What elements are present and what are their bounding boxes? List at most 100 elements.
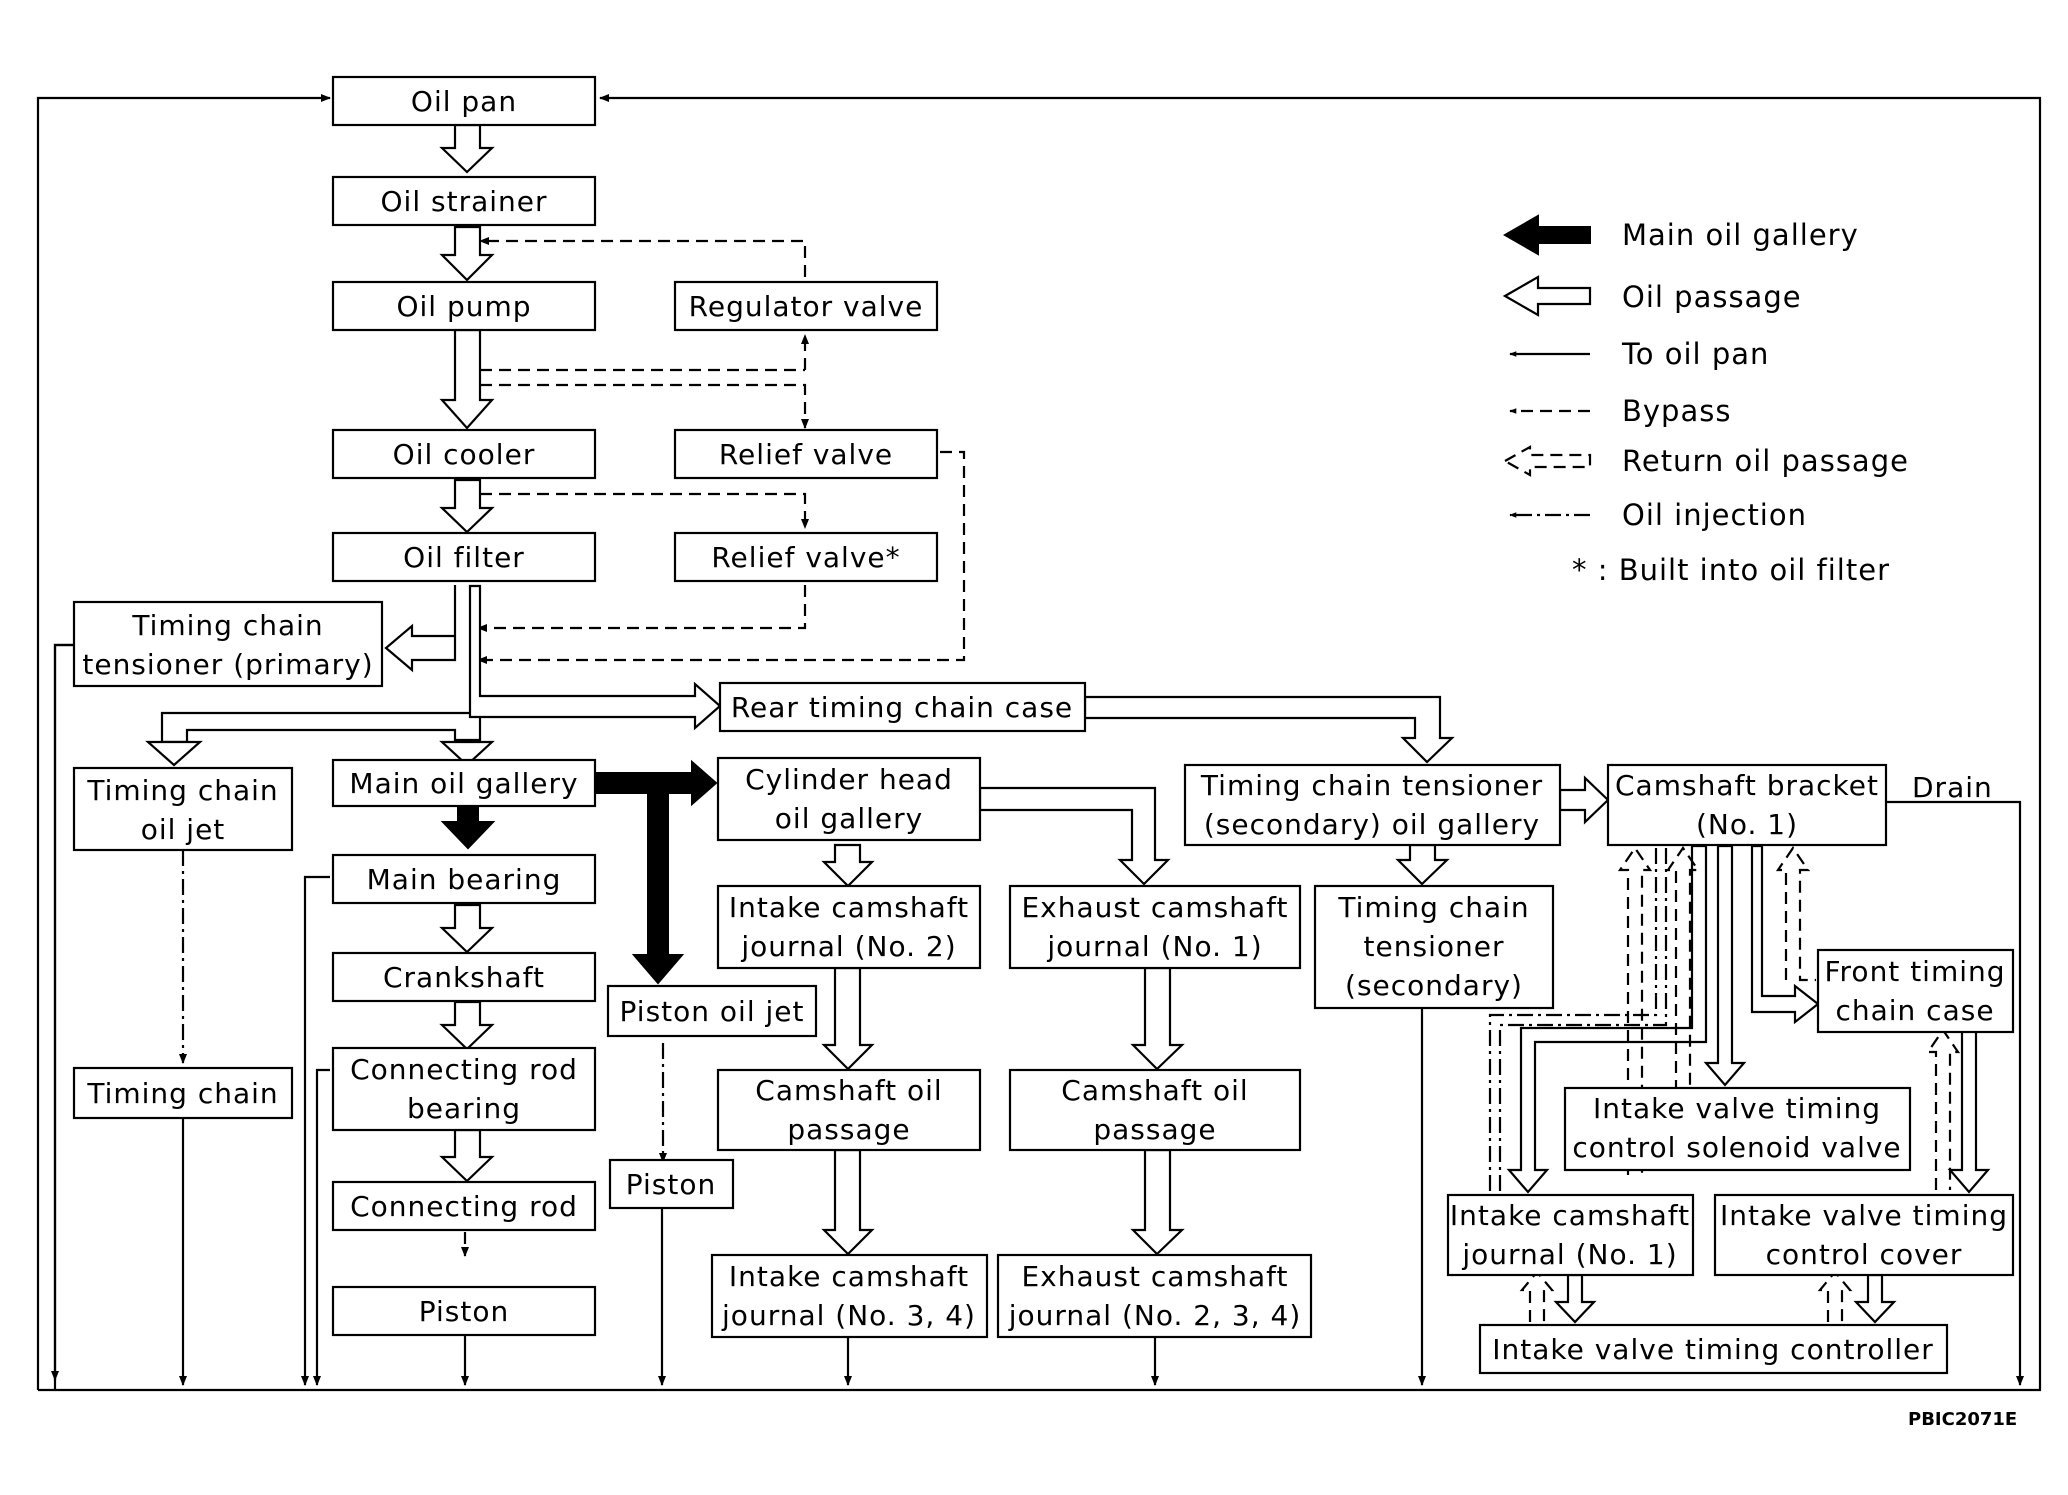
legend: Main oil gallery Oil passage To oil pan … — [1502, 214, 1909, 587]
svg-text:journal (No. 1): journal (No. 1) — [1046, 930, 1262, 963]
legend-bypass: Bypass — [1509, 394, 1730, 428]
svg-text:bearing: bearing — [407, 1092, 521, 1125]
main-gallery-arrows — [440, 759, 718, 985]
svg-text:passage: passage — [787, 1113, 910, 1146]
node-oil-filter: Oil filter — [331, 531, 597, 583]
svg-text:Intake camshaft: Intake camshaft — [729, 1260, 969, 1293]
svg-text:Timing chain: Timing chain — [1337, 891, 1529, 924]
svg-text:Exhaust camshaft: Exhaust camshaft — [1021, 891, 1288, 924]
svg-text:tensioner (primary): tensioner (primary) — [82, 648, 373, 681]
svg-text:Relief valve: Relief valve — [719, 438, 893, 471]
svg-text:Main oil gallery: Main oil gallery — [349, 767, 578, 800]
svg-text:Front timing: Front timing — [1824, 955, 2005, 988]
node-main-oil-gallery: Main oil gallery — [331, 758, 597, 808]
nodes: Oil pan Oil strainer Oil pump Regulator … — [72, 75, 2015, 1375]
svg-text:(secondary) oil gallery: (secondary) oil gallery — [1204, 808, 1540, 841]
node-regulator-valve: Regulator valve — [673, 280, 939, 332]
svg-text:Intake valve timing: Intake valve timing — [1593, 1092, 1881, 1125]
svg-text:(No. 1): (No. 1) — [1696, 808, 1798, 841]
svg-text:Crankshaft: Crankshaft — [383, 961, 545, 994]
svg-text:Timing chain tensioner: Timing chain tensioner — [1200, 769, 1543, 802]
node-oil-strainer: Oil strainer — [331, 175, 597, 227]
svg-text:Intake valve timing: Intake valve timing — [1720, 1199, 2008, 1232]
node-tensioner-primary: Timing chain tensioner (primary) — [72, 600, 384, 688]
node-camshaft-bracket: Camshaft bracket (No. 1) — [1606, 763, 1888, 847]
node-piston-2: Piston — [608, 1158, 735, 1210]
svg-text:Connecting rod: Connecting rod — [350, 1053, 578, 1086]
node-timing-chain: Timing chain — [72, 1066, 294, 1120]
legend-oil-passage: Oil passage — [1502, 275, 1802, 317]
svg-text:Connecting rod: Connecting rod — [350, 1190, 578, 1223]
node-intake-journal-1: Intake camshaft journal (No. 1) — [1446, 1193, 1695, 1277]
svg-text:Return oil passage: Return oil passage — [1622, 444, 1909, 478]
node-main-bearing: Main bearing — [331, 853, 597, 905]
node-piston-oil-jet: Piston oil jet — [606, 984, 818, 1038]
svg-text:Main bearing: Main bearing — [367, 863, 562, 896]
node-exhaust-journal-1: Exhaust camshaft journal (No. 1) — [1008, 884, 1302, 970]
svg-text:Camshaft oil: Camshaft oil — [755, 1074, 942, 1107]
node-oil-pump: Oil pump — [331, 280, 597, 332]
node-oil-cooler: Oil cooler — [331, 428, 597, 480]
svg-text:oil jet: oil jet — [141, 813, 226, 846]
node-connecting-rod-bearing: Connecting rod bearing — [331, 1046, 597, 1132]
svg-text:Piston: Piston — [626, 1168, 717, 1201]
node-exhaust-journal-234: Exhaust camshaft journal (No. 2, 3, 4) — [996, 1253, 1313, 1339]
svg-text:(secondary): (secondary) — [1345, 969, 1523, 1002]
svg-text:Oil passage: Oil passage — [1622, 280, 1802, 314]
legend-to-oil-pan: To oil pan — [1509, 337, 1769, 371]
node-ivt-solenoid-valve: Intake valve timing control solenoid val… — [1563, 1086, 1912, 1172]
svg-text:journal (No. 2, 3, 4): journal (No. 2, 3, 4) — [1008, 1299, 1302, 1332]
node-intake-journal-34: Intake camshaft journal (No. 3, 4) — [710, 1253, 989, 1339]
svg-text:journal (No. 1): journal (No. 1) — [1461, 1238, 1677, 1271]
node-rear-timing-chain-case: Rear timing chain case — [718, 681, 1087, 733]
svg-text:journal (No. 3, 4): journal (No. 3, 4) — [721, 1299, 976, 1332]
svg-text:Camshaft oil: Camshaft oil — [1061, 1074, 1248, 1107]
node-relief-valve: Relief valve — [673, 428, 939, 480]
svg-text:Oil pan: Oil pan — [411, 85, 517, 118]
node-connecting-rod: Connecting rod — [331, 1180, 597, 1232]
svg-text:Timing chain: Timing chain — [86, 774, 278, 807]
node-tensioner-secondary-gallery: Timing chain tensioner (secondary) oil g… — [1183, 763, 1562, 847]
node-cylinder-head-oil-gallery: Cylinder head oil gallery — [716, 756, 982, 842]
svg-text:Camshaft bracket: Camshaft bracket — [1615, 769, 1879, 802]
node-camshaft-oil-passage-1: Camshaft oil passage — [716, 1068, 982, 1152]
node-tensioner-secondary: Timing chain tensioner (secondary) — [1313, 884, 1555, 1010]
svg-text:oil gallery: oil gallery — [775, 802, 923, 835]
svg-text:Oil filter: Oil filter — [403, 541, 525, 574]
svg-text:To oil pan: To oil pan — [1621, 337, 1769, 371]
svg-text:tensioner: tensioner — [1364, 930, 1505, 963]
node-ivt-control-cover: Intake valve timing control cover — [1713, 1193, 2015, 1277]
figure-code: PBIC2071E — [1908, 1409, 2017, 1430]
node-piston-1: Piston — [331, 1285, 597, 1337]
node-camshaft-oil-passage-2: Camshaft oil passage — [1008, 1068, 1302, 1152]
svg-text:chain case: chain case — [1835, 994, 1994, 1027]
svg-text:Regulator valve: Regulator valve — [689, 290, 924, 323]
flow-lines — [36, 94, 2042, 1392]
svg-text:Exhaust camshaft: Exhaust camshaft — [1021, 1260, 1288, 1293]
svg-text:control solenoid valve: control solenoid valve — [1572, 1131, 1901, 1164]
svg-text:Cylinder head: Cylinder head — [745, 763, 953, 796]
svg-text:Main oil gallery: Main oil gallery — [1622, 218, 1859, 252]
legend-main-gallery: Main oil gallery — [1502, 214, 1859, 256]
svg-text:journal (No. 2): journal (No. 2) — [740, 930, 956, 963]
node-ivt-controller: Intake valve timing controller — [1478, 1323, 1949, 1375]
svg-text:Oil cooler: Oil cooler — [393, 438, 536, 471]
svg-text:Oil injection: Oil injection — [1622, 498, 1807, 532]
svg-text:Relief valve*: Relief valve* — [711, 541, 900, 574]
svg-text:Piston oil jet: Piston oil jet — [620, 995, 805, 1028]
legend-oil-injection: Oil injection — [1509, 498, 1807, 532]
node-intake-journal-2: Intake camshaft journal (No. 2) — [716, 884, 982, 970]
svg-text:Rear timing chain case: Rear timing chain case — [731, 691, 1073, 724]
node-crankshaft: Crankshaft — [331, 951, 597, 1003]
svg-text:Intake camshaft: Intake camshaft — [1450, 1199, 1690, 1232]
svg-text:passage: passage — [1093, 1113, 1216, 1146]
svg-text:Timing chain: Timing chain — [131, 609, 323, 642]
svg-text:control cover: control cover — [1766, 1238, 1963, 1271]
node-front-timing-chain-case: Front timing chain case — [1816, 948, 2015, 1034]
svg-text:Oil strainer: Oil strainer — [381, 185, 548, 218]
svg-text:Intake valve timing controller: Intake valve timing controller — [1492, 1333, 1934, 1366]
legend-return-passage: Return oil passage — [1502, 444, 1909, 478]
svg-text:Piston: Piston — [419, 1295, 510, 1328]
node-timing-chain-oil-jet: Timing chain oil jet — [72, 766, 294, 852]
